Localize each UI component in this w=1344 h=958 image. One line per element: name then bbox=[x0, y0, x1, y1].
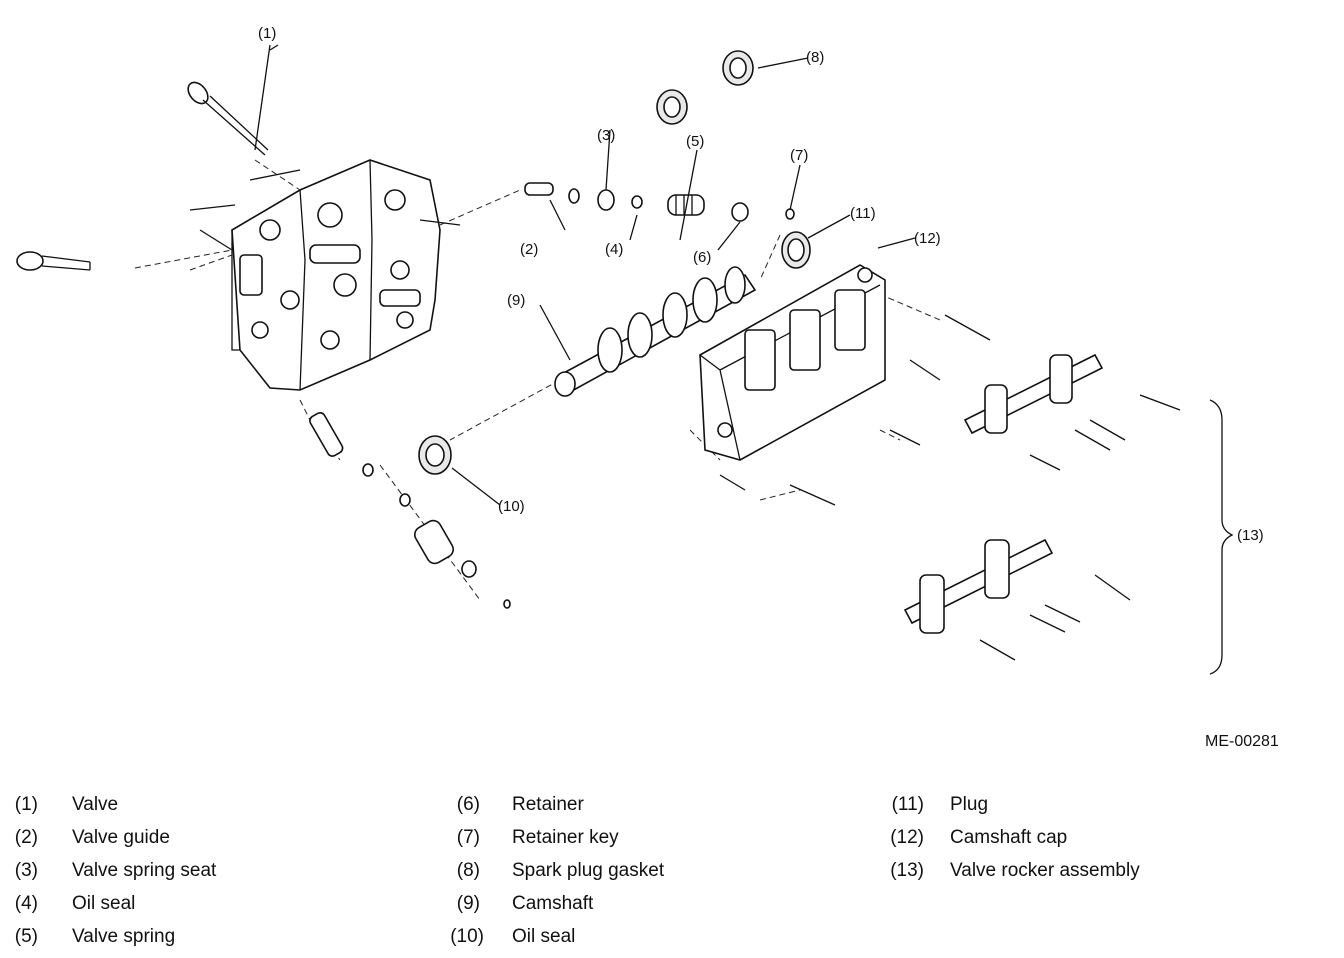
callout-12: (12) bbox=[914, 230, 941, 247]
callout-7: (7) bbox=[790, 147, 808, 164]
camshaft-cap-part bbox=[699, 264, 991, 506]
legend-number: (2) bbox=[14, 827, 38, 848]
legend-label: Valve guide bbox=[72, 827, 170, 848]
callout-8: (8) bbox=[806, 49, 824, 66]
legend-number: (3) bbox=[14, 860, 38, 881]
exploded-diagram: (1) (2) (3) (4) (5) (6) (7) (8) (9) (10)… bbox=[16, 25, 1264, 675]
oil-seal-part bbox=[418, 435, 452, 475]
legend-number: (5) bbox=[14, 926, 38, 947]
legend-number: (1) bbox=[14, 794, 38, 815]
legend-label: Camshaft cap bbox=[950, 827, 1068, 848]
legend-number: (9) bbox=[456, 893, 480, 914]
callout-3: (3) bbox=[597, 127, 615, 144]
callout-2: (2) bbox=[520, 241, 538, 258]
legend-label: Plug bbox=[950, 794, 989, 815]
legend-label: Valve spring seat bbox=[72, 860, 217, 881]
legend-label: Oil seal bbox=[512, 926, 576, 947]
camshaft-part bbox=[554, 266, 757, 397]
cylinder-head bbox=[189, 159, 461, 391]
legend-number: (8) bbox=[456, 860, 480, 881]
callout-1: (1) bbox=[258, 25, 276, 42]
plug-part bbox=[781, 231, 811, 269]
callout-11: (11) bbox=[850, 205, 876, 222]
valve-rocker-assembly-part bbox=[903, 353, 1234, 675]
legend-label: Oil seal bbox=[72, 893, 136, 914]
legend-label: Valve spring bbox=[72, 926, 176, 947]
legend-label: Retainer key bbox=[512, 827, 619, 848]
figure-code: ME-00281 bbox=[1205, 733, 1279, 750]
valve-train-upper bbox=[568, 188, 795, 222]
legend-number: (7) bbox=[456, 827, 480, 848]
spark-plug-gasket-part bbox=[656, 50, 754, 125]
legend-label: Valve rocker assembly bbox=[950, 860, 1140, 881]
legend-label: Spark plug gasket bbox=[512, 860, 665, 881]
legend-number: (4) bbox=[14, 893, 38, 914]
legend-number: (10) bbox=[450, 926, 484, 947]
legend-label: Camshaft bbox=[512, 893, 594, 914]
callout-9: (9) bbox=[507, 292, 525, 309]
callout-4: (4) bbox=[605, 241, 623, 258]
callout-6: (6) bbox=[693, 249, 711, 266]
callout-13: (13) bbox=[1237, 527, 1264, 544]
valve-guide-part bbox=[309, 182, 554, 457]
valve-part bbox=[16, 81, 269, 271]
valve-train-lower bbox=[362, 463, 511, 609]
legend-number: (11) bbox=[891, 794, 924, 815]
legend-number: (13) bbox=[890, 860, 924, 881]
legend-label: Valve bbox=[72, 794, 119, 815]
callout-5: (5) bbox=[686, 133, 704, 150]
legend-number: (12) bbox=[890, 827, 924, 848]
parts-legend: (1) Valve (2) Valve guide (3) Valve spri… bbox=[0, 792, 1344, 952]
legend-number: (6) bbox=[456, 794, 480, 815]
legend-label: Retainer bbox=[512, 794, 584, 815]
callout-10: (10) bbox=[498, 498, 525, 515]
